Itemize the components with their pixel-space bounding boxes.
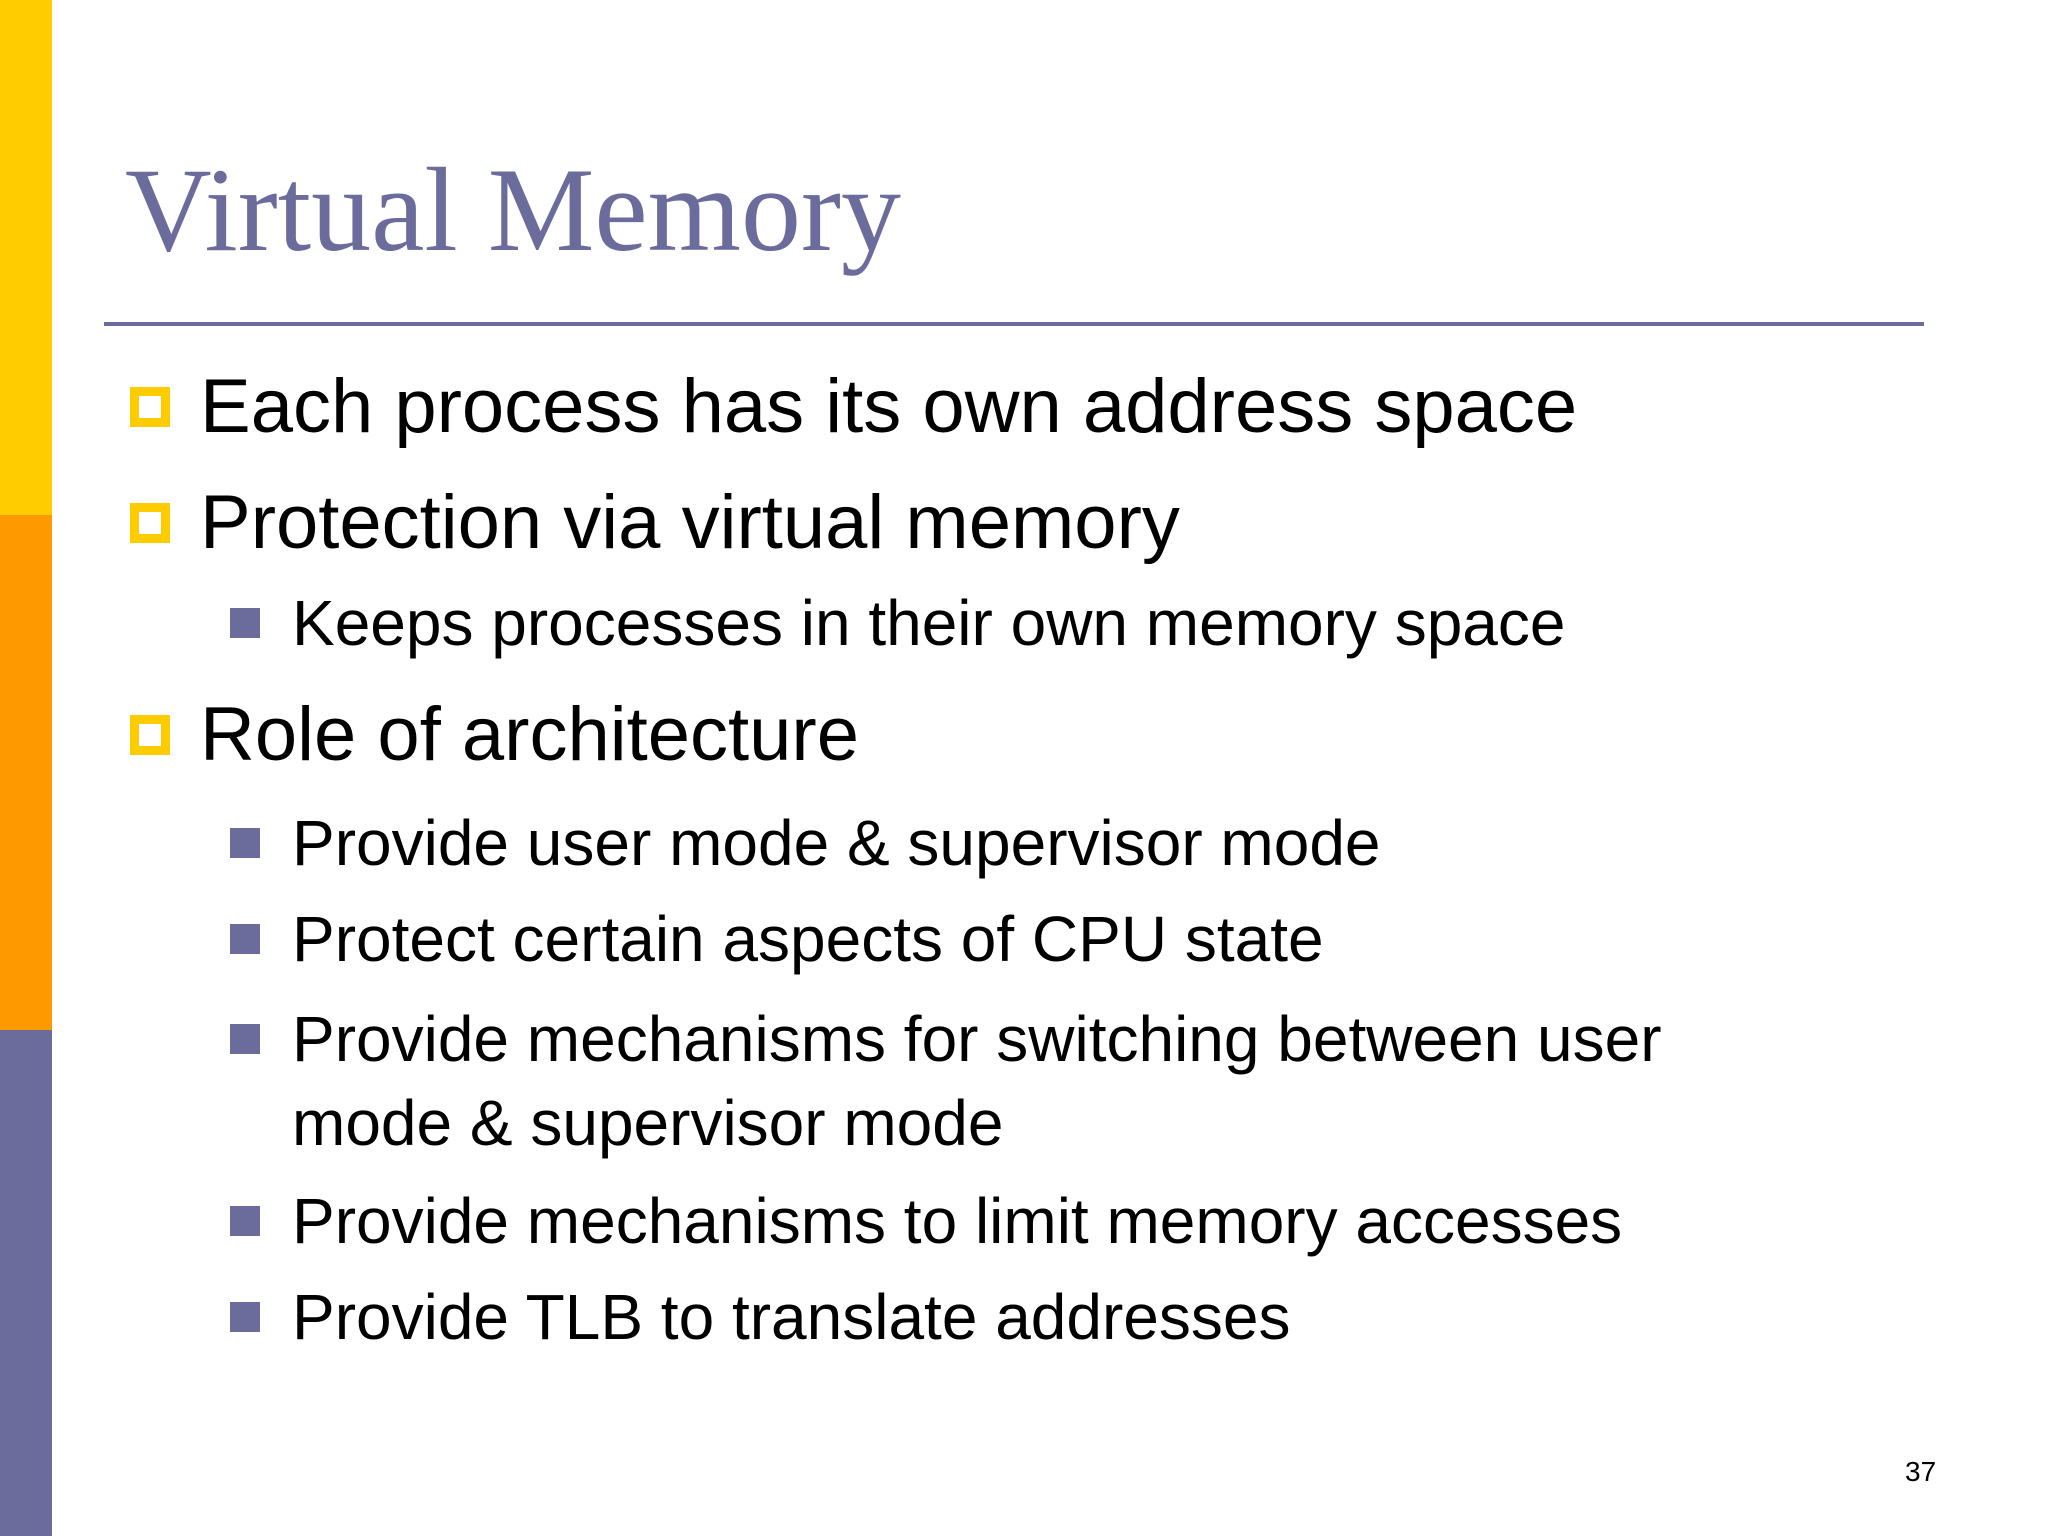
bullet-item: Protection via virtual memory	[200, 480, 1180, 565]
sub-bullet-item: Keeps processes in their own memory spac…	[292, 587, 1566, 659]
hollow-square-icon	[130, 503, 170, 543]
bullet-item: Role of architecture	[200, 692, 859, 777]
sub-bullet-item: Provide mechanisms for switching between…	[292, 1003, 1662, 1075]
title-underline-rule	[104, 322, 1924, 326]
side-bar-yellow-segment	[0, 0, 52, 515]
filled-square-icon	[230, 1302, 260, 1332]
sub-bullet-item: Provide TLB to translate addresses	[292, 1281, 1291, 1353]
filled-square-icon	[230, 828, 260, 858]
sub-bullet-item: mode & supervisor mode	[292, 1087, 1004, 1159]
bullet-item: Each process has its own address space	[200, 364, 1578, 449]
side-color-bar	[0, 0, 52, 1536]
filled-square-icon	[230, 1024, 260, 1054]
filled-square-icon	[230, 1206, 260, 1236]
filled-square-icon	[230, 608, 260, 638]
side-bar-orange-segment	[0, 515, 52, 1030]
sub-bullet-item: Provide mechanisms to limit memory acces…	[292, 1185, 1623, 1257]
sub-bullet-item: Provide user mode & supervisor mode	[292, 807, 1381, 879]
slide-title: Virtual Memory	[125, 143, 901, 276]
hollow-square-icon	[130, 715, 170, 755]
filled-square-icon	[230, 924, 260, 954]
page-number: 37	[1905, 1456, 1937, 1487]
hollow-square-icon	[130, 387, 170, 427]
side-bar-purple-segment	[0, 1030, 52, 1536]
sub-bullet-item: Protect certain aspects of CPU state	[292, 903, 1324, 975]
